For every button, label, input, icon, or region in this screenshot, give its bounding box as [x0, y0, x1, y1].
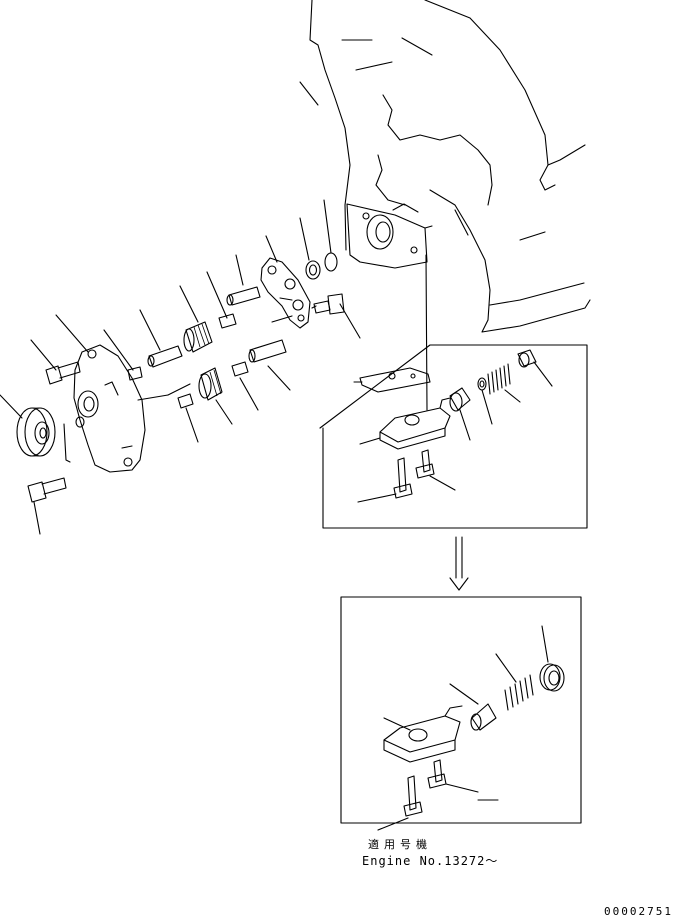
o-ring-parts: [305, 252, 338, 280]
body-bolt-lower: [27, 423, 71, 535]
pump-cover-plate: [260, 257, 311, 329]
long-shaft-upper: [147, 345, 183, 368]
cover-bolt: [311, 293, 361, 339]
upper-shaft-pins: [218, 286, 261, 329]
leader-lines-middle: [137, 315, 293, 443]
leader-lines-top: [0, 199, 332, 419]
pump-body-case: [73, 344, 146, 473]
pump-drive-gear: [16, 407, 56, 457]
relief-valve-detail-box: [319, 344, 588, 529]
short-pin-left: [127, 366, 143, 381]
applicability-label-en: Engine No.13272～: [362, 854, 499, 868]
pump-mount-housing: [346, 203, 433, 269]
lower-driven-gear: [198, 367, 223, 401]
body-bolt-upper: [45, 361, 81, 385]
relief-valve-detail-box-new: [340, 596, 582, 831]
engine-block-outline: [299, 0, 591, 333]
applicability-label-jp: 適用号機: [368, 838, 432, 851]
lower-shaft-pins: [177, 339, 287, 409]
document-number: 00002751: [604, 905, 673, 918]
leader-to-detail-box: [425, 254, 428, 411]
upper-drive-gear: [183, 321, 213, 353]
changeover-arrow: [449, 536, 469, 591]
